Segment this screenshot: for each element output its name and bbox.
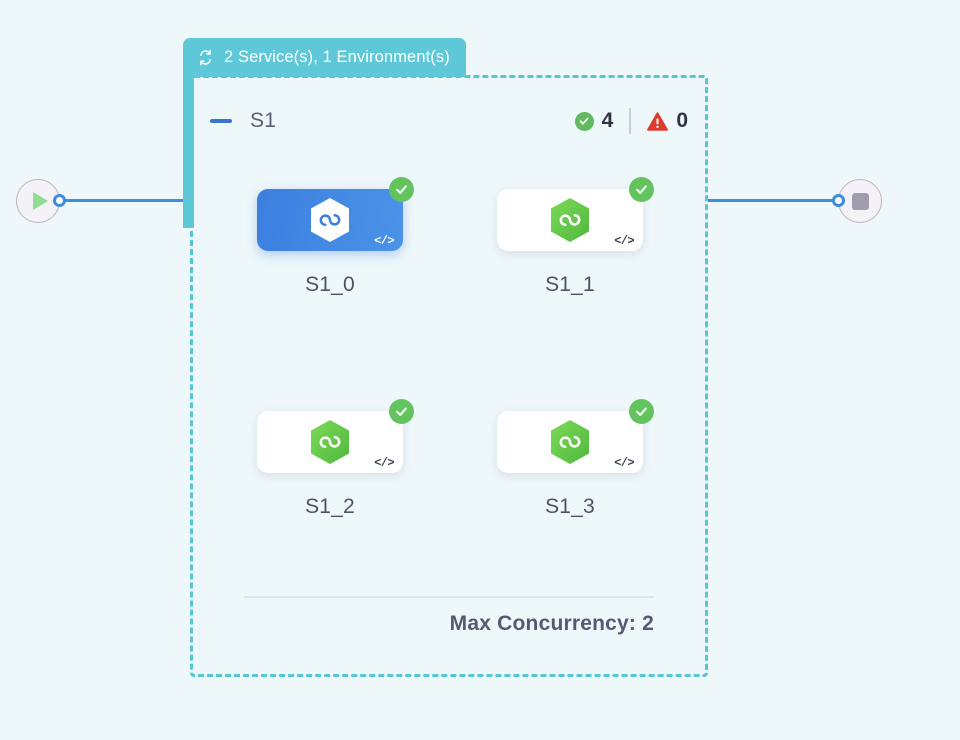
group-header-row: S1 4 0: [210, 104, 688, 138]
service-node-card[interactable]: </>: [497, 177, 654, 251]
start-node-output-port[interactable]: [53, 194, 66, 207]
service-node-label: S1_3: [545, 495, 595, 518]
hexagon-infinity-icon: [551, 420, 589, 464]
status-ok: 4: [574, 109, 614, 133]
status-divider: [629, 108, 632, 134]
service-node-card[interactable]: </>: [257, 399, 414, 473]
status-warning-count: 0: [676, 109, 688, 132]
service-group-container: [190, 75, 708, 677]
service-node-card[interactable]: </>: [497, 399, 654, 473]
check-circle-icon: [389, 177, 414, 202]
service-node-label: S1_2: [305, 495, 355, 518]
service-node-label: S1_0: [305, 273, 355, 296]
edge-group-to-end: [708, 199, 836, 202]
hexagon-infinity-icon: [551, 198, 589, 242]
service-node-s1-3[interactable]: </> S1_3: [497, 399, 654, 519]
check-circle-icon: [574, 111, 594, 131]
code-icon[interactable]: </>: [374, 456, 394, 470]
warning-triangle-icon: [647, 111, 669, 131]
service-node-s1-2[interactable]: </> S1_2: [257, 399, 414, 519]
service-node-label: S1_1: [545, 273, 595, 296]
check-circle-icon: [629, 177, 654, 202]
service-node-s1-0[interactable]: </> S1_0: [257, 177, 414, 297]
service-node-card[interactable]: </>: [257, 177, 414, 251]
group-tab-label: 2 Service(s), 1 Environment(s): [224, 48, 450, 66]
end-node-input-port[interactable]: [832, 194, 845, 207]
group-tab-header[interactable]: 2 Service(s), 1 Environment(s): [183, 38, 466, 77]
service-node-s1-1[interactable]: </> S1_1: [497, 177, 654, 297]
minus-icon[interactable]: [210, 119, 232, 123]
group-tab-strip: [183, 74, 194, 228]
hexagon-infinity-icon: [311, 198, 349, 242]
status-ok-count: 4: [601, 109, 614, 132]
status-warning: 0: [647, 109, 688, 133]
group-status-cluster: 4 0: [574, 108, 688, 134]
check-circle-icon: [629, 399, 654, 424]
start-node[interactable]: [16, 179, 60, 223]
code-icon[interactable]: </>: [614, 456, 634, 470]
edge-start-to-group: [62, 199, 190, 202]
play-icon: [33, 192, 48, 210]
group-footer-divider: [244, 596, 654, 598]
check-circle-icon: [389, 399, 414, 424]
hexagon-infinity-icon: [311, 420, 349, 464]
stop-icon: [851, 192, 869, 210]
loop-refresh-icon: [200, 49, 211, 66]
code-icon[interactable]: </>: [614, 234, 634, 248]
group-title: S1: [250, 109, 277, 132]
code-icon[interactable]: </>: [374, 234, 394, 248]
max-concurrency-label: Max Concurrency: 2: [449, 612, 654, 635]
